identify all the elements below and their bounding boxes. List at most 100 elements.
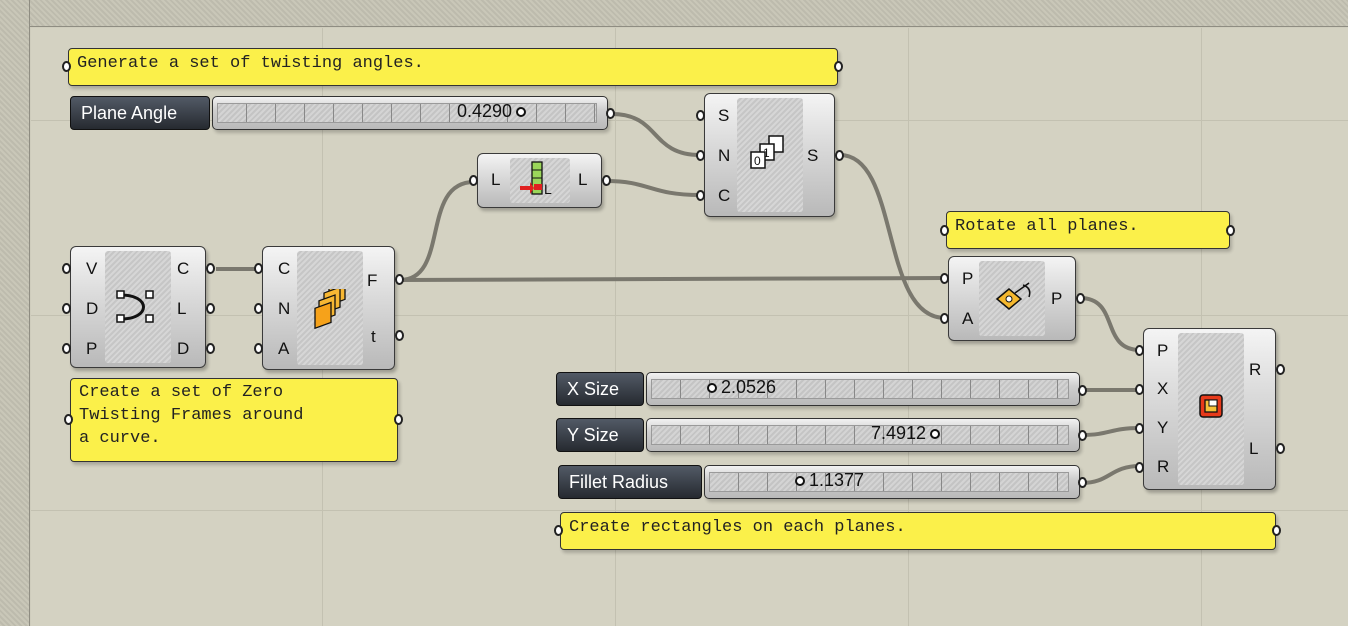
slider-value-wrap: 0.4290 bbox=[457, 101, 530, 122]
slider-x-size[interactable]: X Size 2.0526 bbox=[556, 370, 1082, 408]
slider-knob-icon[interactable] bbox=[707, 383, 717, 394]
port-rect-p[interactable] bbox=[1135, 345, 1144, 356]
port-slider-angle-out[interactable] bbox=[606, 108, 615, 119]
wire-length-to-series bbox=[605, 179, 701, 197]
input-n: N bbox=[278, 299, 291, 318]
port-note-angles-in[interactable] bbox=[62, 61, 71, 72]
port-curve-d-out[interactable] bbox=[206, 343, 215, 354]
slider-rail bbox=[709, 472, 1069, 492]
slider-track[interactable]: 1.1377 bbox=[704, 465, 1080, 499]
note-rectangles[interactable]: Create rectangles on each planes. bbox=[560, 512, 1276, 550]
slider-value: 0.4290 bbox=[457, 101, 513, 121]
port-series-c[interactable] bbox=[696, 190, 705, 201]
slider-rail bbox=[651, 379, 1069, 399]
port-curve-p[interactable] bbox=[62, 343, 71, 354]
port-frames-n[interactable] bbox=[254, 303, 263, 314]
input-r: R bbox=[1157, 457, 1170, 476]
port-curve-v[interactable] bbox=[62, 263, 71, 274]
port-rotate-p[interactable] bbox=[940, 273, 949, 284]
port-note-rotate-out[interactable] bbox=[1226, 225, 1235, 236]
slider-track[interactable]: 7.4912 bbox=[646, 418, 1080, 452]
port-series-n[interactable] bbox=[696, 150, 705, 161]
port-series-s[interactable] bbox=[696, 110, 705, 121]
port-frames-t-out[interactable] bbox=[395, 330, 404, 341]
port-note-angles-out[interactable] bbox=[834, 61, 843, 72]
port-curve-d[interactable] bbox=[62, 303, 71, 314]
port-length-l[interactable] bbox=[469, 175, 478, 186]
output-d: D bbox=[177, 339, 190, 358]
input-s: S bbox=[718, 106, 730, 125]
port-note-rotate-in[interactable] bbox=[940, 225, 949, 236]
port-frames-f-out[interactable] bbox=[395, 274, 404, 285]
slider-knob-icon[interactable] bbox=[516, 107, 527, 118]
component-rotate-plane[interactable]: P A P bbox=[948, 256, 1076, 341]
slider-rail bbox=[651, 425, 1069, 445]
input-a: A bbox=[278, 339, 290, 358]
wire-frames-to-length bbox=[399, 180, 475, 282]
svg-text:0: 0 bbox=[754, 154, 761, 168]
slider-plane-angle[interactable]: Plane Angle 0.4290 bbox=[70, 94, 610, 132]
port-length-l-out[interactable] bbox=[602, 175, 611, 186]
svg-text:1: 1 bbox=[763, 146, 770, 160]
port-frames-c[interactable] bbox=[254, 263, 263, 274]
port-slider-y-out[interactable] bbox=[1078, 430, 1087, 441]
rotate-plane-icon bbox=[995, 282, 1031, 310]
slider-knob-icon[interactable] bbox=[795, 476, 805, 487]
input-n: N bbox=[718, 146, 731, 165]
note-rotate[interactable]: Rotate all planes. bbox=[946, 211, 1230, 249]
slider-knob-icon[interactable] bbox=[930, 429, 941, 440]
port-frames-a[interactable] bbox=[254, 343, 263, 354]
port-note-frames-out[interactable] bbox=[394, 414, 403, 425]
input-p: P bbox=[962, 269, 974, 288]
port-series-s-out[interactable] bbox=[835, 150, 844, 161]
slider-name: X Size bbox=[556, 372, 644, 406]
slider-name: Plane Angle bbox=[70, 96, 210, 130]
port-note-frames-in[interactable] bbox=[64, 414, 73, 425]
wire-plane-angle-to-series bbox=[611, 112, 701, 157]
input-p: P bbox=[1157, 341, 1169, 360]
slider-name: Y Size bbox=[556, 418, 644, 452]
component-body bbox=[105, 251, 171, 363]
note-zero-frames[interactable]: Create a set of Zero Twisting Frames aro… bbox=[70, 378, 398, 462]
wire-ysize-to-rect bbox=[1081, 426, 1141, 437]
port-note-rect-in[interactable] bbox=[554, 525, 563, 536]
port-rect-l-out[interactable] bbox=[1276, 443, 1285, 454]
port-rect-r-out[interactable] bbox=[1276, 364, 1285, 375]
port-rect-y[interactable] bbox=[1135, 423, 1144, 434]
slider-y-size[interactable]: Y Size 7.4912 bbox=[556, 416, 1082, 454]
rectangle-icon bbox=[1199, 394, 1223, 418]
output-p: P bbox=[1051, 289, 1063, 308]
component-list-length[interactable]: L L L bbox=[477, 153, 602, 208]
slider-track[interactable]: 2.0526 bbox=[646, 372, 1080, 406]
output-f: F bbox=[367, 271, 378, 290]
list-length-icon: L bbox=[520, 161, 552, 197]
port-rect-r[interactable] bbox=[1135, 462, 1144, 473]
component-series[interactable]: S N C S 1 0 bbox=[704, 93, 835, 217]
slider-fillet-radius[interactable]: Fillet Radius 1.1377 bbox=[558, 463, 1082, 501]
slider-value-wrap: 1.1377 bbox=[791, 470, 864, 491]
input-c: C bbox=[278, 259, 291, 278]
component-curve[interactable]: V D P C L D bbox=[70, 246, 206, 368]
port-curve-c-out[interactable] bbox=[206, 263, 215, 274]
output-s: S bbox=[807, 146, 819, 165]
wire-rotate-to-rect bbox=[1079, 296, 1141, 352]
canvas-left-border bbox=[0, 0, 30, 626]
output-l: L bbox=[177, 299, 187, 318]
input-c: C bbox=[718, 186, 731, 205]
port-curve-l-out[interactable] bbox=[206, 303, 215, 314]
port-rotate-p-out[interactable] bbox=[1076, 293, 1085, 304]
port-rotate-a[interactable] bbox=[940, 313, 949, 324]
component-zero-twisting-frames[interactable]: C N A F t bbox=[262, 246, 395, 370]
note-angles[interactable]: Generate a set of twisting angles. bbox=[68, 48, 838, 86]
component-rectangle[interactable]: P X Y R R L bbox=[1143, 328, 1276, 490]
port-note-rect-out[interactable] bbox=[1272, 525, 1281, 536]
port-slider-fillet-out[interactable] bbox=[1078, 477, 1087, 488]
slider-value-wrap: 7.4912 bbox=[871, 423, 944, 444]
port-slider-x-out[interactable] bbox=[1078, 385, 1087, 396]
slider-track[interactable]: 0.4290 bbox=[212, 96, 608, 130]
svg-text:L: L bbox=[544, 181, 552, 197]
slider-value: 7.4912 bbox=[871, 423, 927, 443]
slider-value: 1.1377 bbox=[809, 470, 865, 490]
input-y: Y bbox=[1157, 418, 1169, 437]
port-rect-x[interactable] bbox=[1135, 384, 1144, 395]
